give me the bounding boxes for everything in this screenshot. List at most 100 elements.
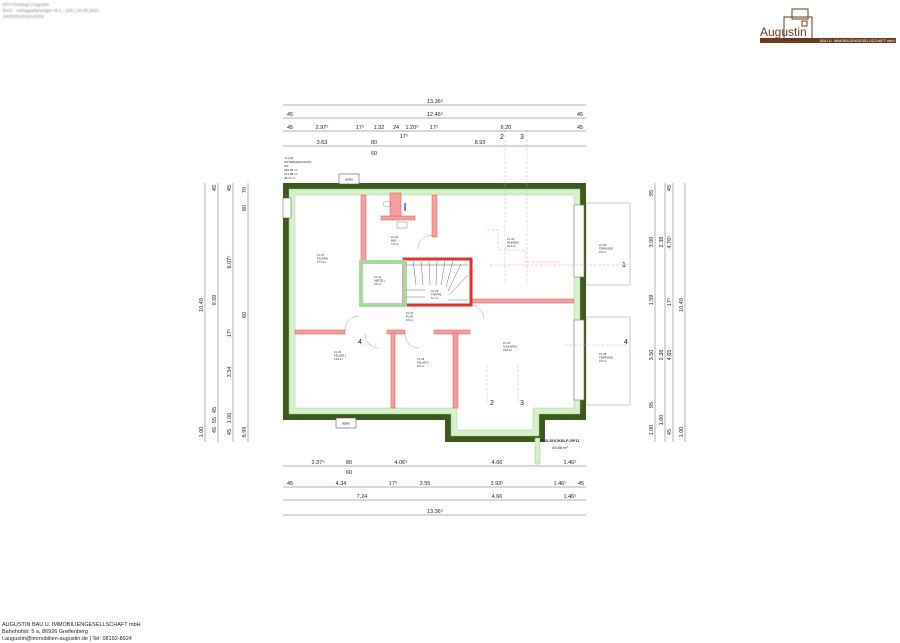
room-label: 6.9 m² <box>406 318 413 322</box>
outer-wall <box>283 183 586 442</box>
svg-text:2.97⁵: 2.97⁵ <box>316 124 329 131</box>
vertical-dimensions: 10.491.00459.59455545456.07⁵17⁵3.341.004… <box>199 185 685 437</box>
company-name: AUGUSTIN BAU U. IMMOBILIENGESELLSCHAFT m… <box>2 622 141 628</box>
svg-text:45: 45 <box>577 125 583 131</box>
svg-text:3: 3 <box>520 134 524 141</box>
dimension-label: 1.00 <box>649 425 655 436</box>
room-label: 5.1 m² <box>431 296 438 300</box>
svg-text:13.36⁵: 13.36⁵ <box>427 508 443 515</box>
dimension-label: 45 <box>227 185 233 191</box>
window-tag-bottom: 80/60 <box>342 422 350 426</box>
dimension-label: 1.00 <box>199 427 205 438</box>
floor-name: UNTERGESCHOSS <box>3 14 45 19</box>
room-label: 0.1.03 <box>507 237 515 241</box>
dimension-label: 8.99 <box>242 427 248 438</box>
staircase <box>406 260 469 301</box>
svg-text:80: 80 <box>346 460 352 466</box>
room-label: 3.9 m² <box>599 359 606 363</box>
dimension-label: 3.34 <box>227 367 233 378</box>
room-label: 0.1.05 <box>417 357 425 361</box>
dimension-label: 4.65 <box>667 350 673 361</box>
dimension-label: 3.50 <box>649 350 655 361</box>
svg-text:46.71 m: 46.71 m <box>284 176 295 180</box>
svg-text:60: 60 <box>346 470 352 476</box>
room-label: 13.9 m² <box>334 357 343 361</box>
svg-text:17⁵: 17⁵ <box>400 133 408 140</box>
svg-text:2: 2 <box>500 134 504 141</box>
dimension-label: 1.59 <box>649 295 655 306</box>
sockel-area: 49.85 m² <box>552 445 568 450</box>
room-label: TERRASSE <box>599 355 613 359</box>
dimension-label: 17⁵ <box>666 298 673 306</box>
svg-text:13.36⁵: 13.36⁵ <box>427 98 443 105</box>
svg-text:1.32: 1.32 <box>374 125 385 131</box>
company-address: Bahnhofstr. 5 a, 86926 Greifenberg <box>2 628 88 635</box>
dimension-label: 9.59 <box>212 295 218 306</box>
window-bottom-left <box>335 417 357 429</box>
dimension-label: 1.00 <box>679 427 685 438</box>
svg-text:4: 4 <box>624 339 628 346</box>
room-label: 0.1.04 <box>503 341 511 345</box>
svg-text:1.46⁵: 1.46⁵ <box>564 459 577 466</box>
svg-text:17⁵: 17⁵ <box>430 124 438 131</box>
room-label: KELLER 1 <box>334 353 347 357</box>
drain-pipe <box>534 437 541 465</box>
svg-text:4: 4 <box>358 339 362 346</box>
toilet-icon <box>382 200 392 208</box>
svg-text:469.50 m³: 469.50 m³ <box>284 168 298 172</box>
project-title: EFH Erssing | Augustin <box>3 2 50 7</box>
svg-text:4.66: 4.66 <box>492 460 503 466</box>
svg-text:2.37⁵: 2.37⁵ <box>312 459 325 466</box>
document-header: EFH Erssing | Augustin BVG - Vorlageplan… <box>3 2 99 20</box>
sockel-label: FBS-SOCKELP-SP11 <box>540 438 580 443</box>
inner-walls <box>294 192 575 409</box>
window-top-left <box>338 173 360 185</box>
dimension-label: 4.76⁵ <box>666 236 673 249</box>
svg-text:1: 1 <box>622 262 626 269</box>
svg-text:45: 45 <box>577 112 583 118</box>
svg-text:3: 3 <box>520 400 524 407</box>
room-label: 0.1.01 <box>374 275 382 279</box>
svg-text:60: 60 <box>371 151 377 157</box>
svg-text:80: 80 <box>371 140 377 146</box>
dimension-label: 45 <box>227 429 233 435</box>
dimension-label: 2.38 <box>659 237 665 248</box>
svg-text:2.55: 2.55 <box>420 481 431 487</box>
room-label: 22.3 m² <box>507 244 516 248</box>
dimension-label: 45 <box>212 407 218 413</box>
dimension-label: 17⁵ <box>226 329 233 337</box>
room-label: 0.1.02 <box>391 235 399 239</box>
window-left <box>282 197 292 219</box>
svg-text:45: 45 <box>287 481 293 487</box>
svg-text:3.63: 3.63 <box>317 140 328 146</box>
sink-icon <box>396 221 408 229</box>
dimension-label: 55 <box>212 417 218 423</box>
svg-text:17⁵: 17⁵ <box>389 480 397 487</box>
room-label: 17.9 m² <box>317 260 326 264</box>
room-label: TERRASSE <box>599 246 613 250</box>
svg-text:1.46⁵: 1.46⁵ <box>564 493 577 500</box>
svg-text:45: 45 <box>287 112 293 118</box>
dimension-label: 45 <box>667 429 673 435</box>
room-label: 0.1.08 <box>599 243 607 247</box>
dimension-label: 1.00 <box>227 413 233 424</box>
terrace-1 <box>585 202 631 286</box>
room-label: BAD <box>391 238 396 242</box>
window-right-2 <box>573 319 585 401</box>
svg-text:BAU U. IMMOBILIENGESELLSCHAFT: BAU U. IMMOBILIENGESELLSCHAFT mbH <box>820 39 895 43</box>
room-label: FLUR <box>406 314 413 318</box>
svg-text:6.20: 6.20 <box>501 125 512 131</box>
room-label: TREPPE <box>431 292 442 296</box>
room-label: 0.1.06 <box>334 350 342 354</box>
room-label: 3.9 m² <box>599 250 606 254</box>
dimension-label: 45 <box>212 427 218 433</box>
svg-text:1.46⁵: 1.46⁵ <box>554 480 567 487</box>
room-label: 0.1.02 <box>406 311 414 315</box>
svg-text:144.88 m²: 144.88 m² <box>284 172 298 176</box>
svg-text:12.46⁵: 12.46⁵ <box>427 111 443 118</box>
window-tag-top: 80/60 <box>345 178 353 182</box>
dimension-label: 2.38 <box>659 350 665 361</box>
